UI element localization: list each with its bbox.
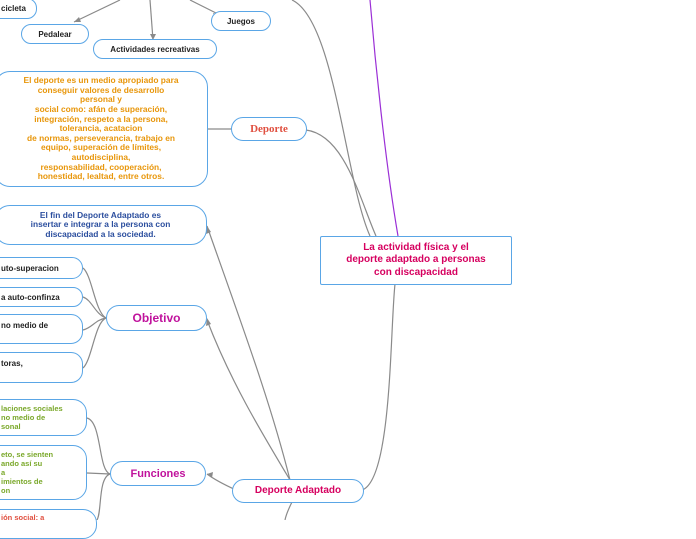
arrow-actividades <box>150 34 156 40</box>
juegos-label: Juegos <box>226 16 255 26</box>
link-funciones-fun3 <box>96 473 111 520</box>
link-central-top <box>291 0 371 237</box>
central-topic[interactable]: La actividad física y el deporte adaptad… <box>320 236 512 285</box>
objetivo-item-1[interactable]: uto-superacion <box>0 257 83 279</box>
objetivo-node[interactable]: Objetivo <box>106 305 207 331</box>
fin-text: El fin del Deporte Adaptado es insertar … <box>30 209 171 239</box>
funciones-node[interactable]: Funciones <box>110 461 206 486</box>
link-objetivo-obj3 <box>82 317 107 331</box>
funciones-item-3[interactable]: ión social: a <box>0 509 97 539</box>
funciones-item-2[interactable]: eto, se sienten ando así su a imientos d… <box>0 445 87 500</box>
bicicleta-node[interactable]: cicleta <box>0 0 37 19</box>
objetivo-item-4[interactable]: toras, <box>0 352 83 383</box>
objetivo-item-4-label: toras, <box>1 359 23 368</box>
deporte-description-node[interactable]: El deporte es un medio apropiado para co… <box>0 71 208 187</box>
link-objetivo-obj2 <box>82 296 107 319</box>
deporte-description-text: El deporte es un medio apropiado para co… <box>23 75 179 182</box>
link-top-bicicleta <box>73 0 121 23</box>
funciones-item-2-label: eto, se sienten ando así su a imientos d… <box>1 450 54 495</box>
funciones-item-1-label: laciones sociales no medio de sonal <box>1 404 63 431</box>
link-central-purple <box>369 0 399 237</box>
funciones-item-1[interactable]: laciones sociales no medio de sonal <box>0 399 87 436</box>
link-central-deporte-adaptado <box>361 283 396 491</box>
link-adaptado-bottom <box>284 501 293 520</box>
link-top-actividades <box>149 0 154 41</box>
deporte-adaptado-label: Deporte Adaptado <box>254 485 342 496</box>
actividades-recreativas-node[interactable]: Actividades recreativas <box>93 39 217 59</box>
arrow-objetivo <box>206 318 211 326</box>
pedalear-node[interactable]: Pedalear <box>21 24 89 44</box>
deporte-label: Deporte <box>250 123 288 135</box>
objetivo-item-3-label: no medio de <box>1 321 49 330</box>
objetivo-item-2[interactable]: a auto-confinza <box>0 287 83 307</box>
arrow-bicicleta <box>74 17 81 22</box>
objetivo-item-2-label: a auto-confinza <box>1 292 60 302</box>
fin-node[interactable]: El fin del Deporte Adaptado es insertar … <box>0 205 207 245</box>
objetivo-label: Objetivo <box>132 311 181 325</box>
arrow-funciones <box>207 472 213 478</box>
link-objetivo-obj1 <box>82 267 107 319</box>
funciones-item-3-label: ión social: a <box>1 513 45 522</box>
funciones-label: Funciones <box>130 467 186 480</box>
juegos-node[interactable]: Juegos <box>211 11 271 31</box>
arrow-fin <box>206 226 211 234</box>
objetivo-item-3[interactable]: no medio de <box>0 314 83 344</box>
deporte-adaptado-node[interactable]: Deporte Adaptado <box>232 479 364 503</box>
link-objetivo-obj4 <box>82 317 107 369</box>
bicicleta-label: cicleta <box>1 4 26 13</box>
actividades-recreativas-label: Actividades recreativas <box>110 44 200 54</box>
link-adaptado-fin <box>206 225 291 481</box>
deporte-node[interactable]: Deporte <box>231 117 307 141</box>
central-topic-label: La actividad física y el deporte adaptad… <box>346 241 486 278</box>
link-central-deporte <box>305 129 377 237</box>
pedalear-label: Pedalear <box>38 29 72 39</box>
objetivo-item-1-label: uto-superacion <box>1 263 59 273</box>
link-adaptado-objetivo <box>206 319 291 481</box>
link-funciones-fun2 <box>86 472 111 475</box>
link-funciones-fun1 <box>86 417 111 475</box>
